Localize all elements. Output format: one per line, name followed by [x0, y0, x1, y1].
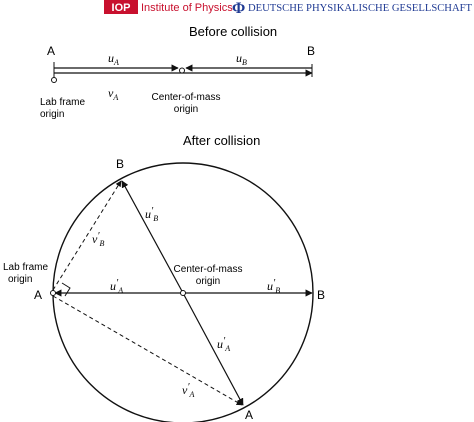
after-label-a-bottom: A: [245, 408, 253, 422]
after-u-b-prime-horizontal-label: u′B: [267, 278, 280, 295]
after-label-b-top: B: [116, 157, 124, 171]
before-lab-origin-caption-1: Lab frame: [40, 97, 85, 108]
header-logos: IOP Institute of Physics Φ DEUTSCHE PHYS…: [104, 0, 472, 17]
iop-name: Institute of Physics: [141, 2, 233, 14]
after-title: After collision: [183, 133, 260, 148]
before-label-a: A: [47, 44, 55, 58]
iop-logo-mark: [104, 0, 138, 14]
after-label-a-left: A: [34, 288, 42, 302]
before-lab-origin-marker: [51, 77, 57, 83]
before-com-caption-1: Center-of-mass: [152, 92, 221, 103]
before-com-marker: [179, 67, 185, 74]
after-com-marker: [180, 290, 186, 296]
u-b-prime-diagonal-arrow: [121, 180, 184, 294]
before-label-b: B: [307, 44, 315, 58]
after-u-a-prime-horizontal-label: u′A: [110, 278, 123, 295]
after-v-b-prime-label: v′B: [92, 231, 105, 248]
u-a-prime-diagonal-arrow: [182, 292, 244, 406]
v-b-prime-dashed-arrow: [52, 180, 122, 291]
before-collision-panel: Before collision A B uA uB vA Lab frame …: [40, 24, 315, 120]
before-u-a-label: uA: [108, 51, 119, 67]
before-lab-origin-caption-2: origin: [40, 109, 64, 120]
before-com-caption-2: origin: [174, 104, 198, 115]
after-u-a-prime-diagonal-label: u′A: [217, 336, 230, 353]
after-v-a-prime-label: v′A: [182, 382, 195, 399]
iop-logo: IOP Institute of Physics: [104, 0, 233, 14]
after-u-b-prime-label: u′B: [145, 206, 158, 223]
before-title: Before collision: [189, 24, 277, 39]
dpg-phi-icon: Φ: [232, 0, 245, 17]
before-v-a-label: vA: [108, 86, 118, 102]
before-u-b-label: uB: [236, 51, 247, 67]
after-lab-origin-caption-2: origin: [8, 274, 32, 285]
after-label-b-right: B: [317, 288, 325, 302]
after-com-caption-2: origin: [196, 276, 220, 287]
after-com-caption-1: Center-of-mass: [174, 264, 243, 275]
after-collision-panel: After collision A B B A Lab frame origin…: [3, 133, 325, 422]
right-angle-marker: [61, 282, 71, 297]
iop-logo-text: IOP: [112, 2, 131, 14]
dpg-name: DEUTSCHE PHYSIKALISCHE GESELLSCHAFT: [248, 3, 472, 14]
after-lab-origin-marker: [50, 290, 56, 296]
after-lab-origin-caption-1: Lab frame: [3, 262, 48, 273]
dpg-logo: Φ DEUTSCHE PHYSIKALISCHE GESELLSCHAFT: [232, 0, 472, 17]
v-a-prime-dashed-arrow: [52, 295, 243, 406]
